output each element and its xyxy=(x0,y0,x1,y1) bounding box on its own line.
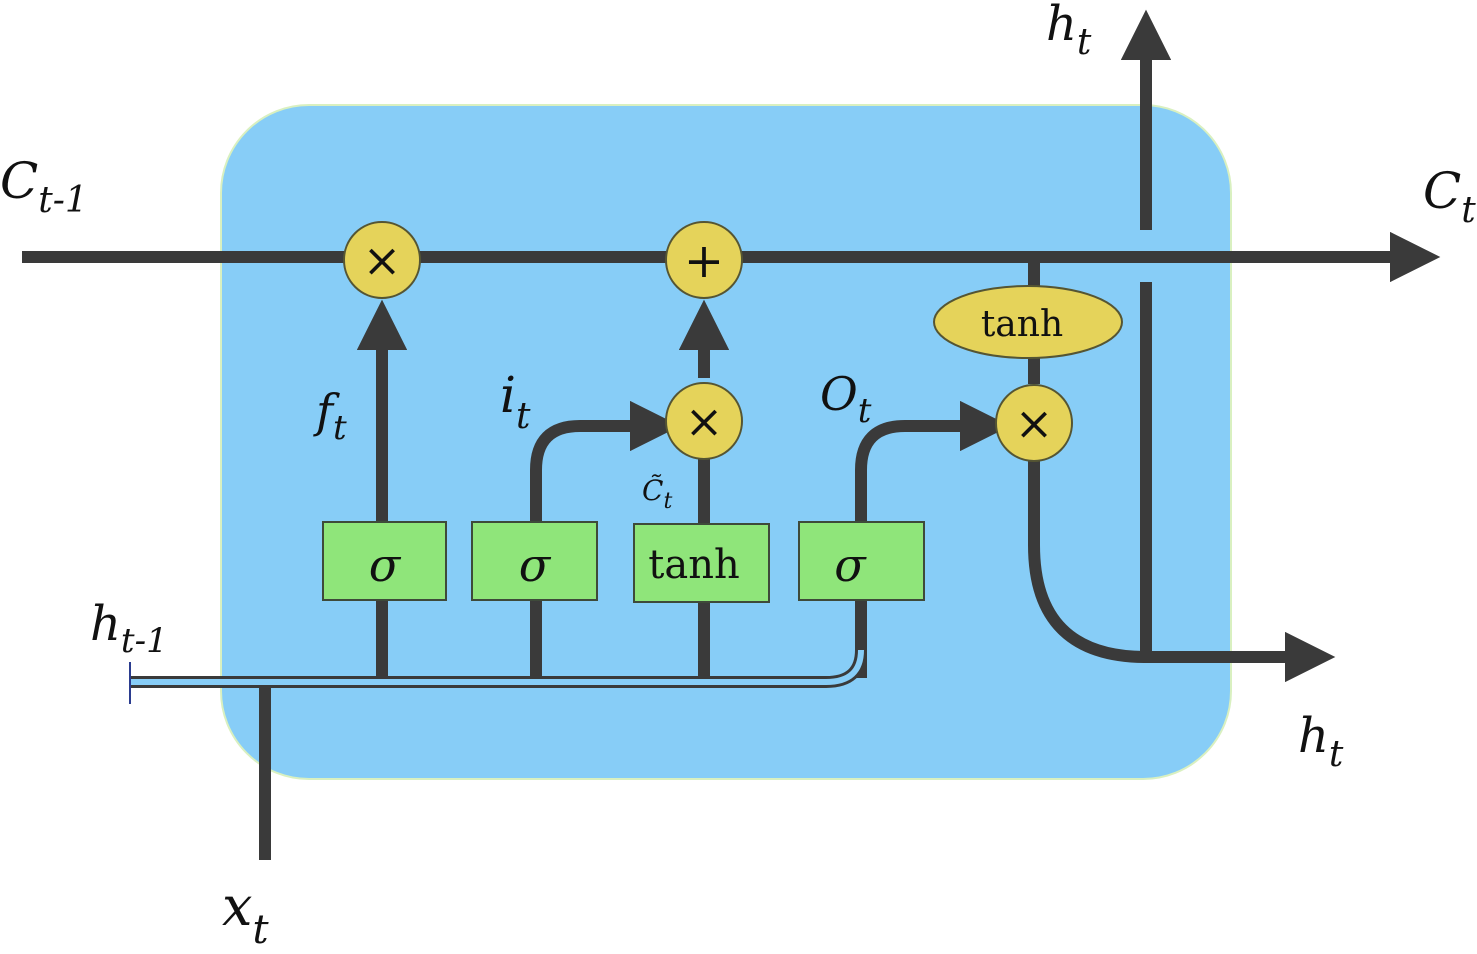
label-input: it xyxy=(500,366,531,437)
op-cell-tanh: tanh xyxy=(933,285,1123,359)
gate-candidate: tanh xyxy=(633,523,770,603)
label-candidate: C̃t xyxy=(642,474,672,514)
op-add: + xyxy=(665,221,743,299)
label-output: Ot xyxy=(820,367,872,431)
label-h-out-right: ht xyxy=(1298,708,1344,775)
label-h-prev: ht-1 xyxy=(90,596,168,661)
hidden-prev-bus-inner xyxy=(130,649,864,685)
gate-candidate-label: tanh xyxy=(648,542,739,588)
op-input-multiply: × xyxy=(665,382,743,460)
hidden-output-curve xyxy=(1028,460,1336,683)
multiply-icon: × xyxy=(363,233,402,287)
op-output-multiply: × xyxy=(995,384,1073,462)
connections xyxy=(22,9,1441,860)
gate-input: σ xyxy=(471,521,598,601)
label-c-next: Ct xyxy=(1423,162,1476,231)
output-gate-curve xyxy=(855,400,1011,678)
cell-tanh-label: tanh xyxy=(981,304,1063,345)
gate-forget-label: σ xyxy=(369,538,402,592)
label-x-in: xt xyxy=(222,875,269,953)
op-forget-multiply: × xyxy=(343,221,421,299)
multiply-icon: × xyxy=(685,394,724,448)
input-gate-curve xyxy=(530,400,681,678)
label-c-prev: Ct-1 xyxy=(0,152,88,221)
multiply-icon: × xyxy=(1015,396,1054,450)
plus-icon: + xyxy=(684,233,724,289)
gate-forget: σ xyxy=(322,521,447,601)
gate-output: σ xyxy=(798,521,925,601)
label-h-out-top: ht xyxy=(1046,0,1092,63)
gate-output-label: σ xyxy=(834,538,867,592)
gate-input-label: σ xyxy=(519,538,552,592)
